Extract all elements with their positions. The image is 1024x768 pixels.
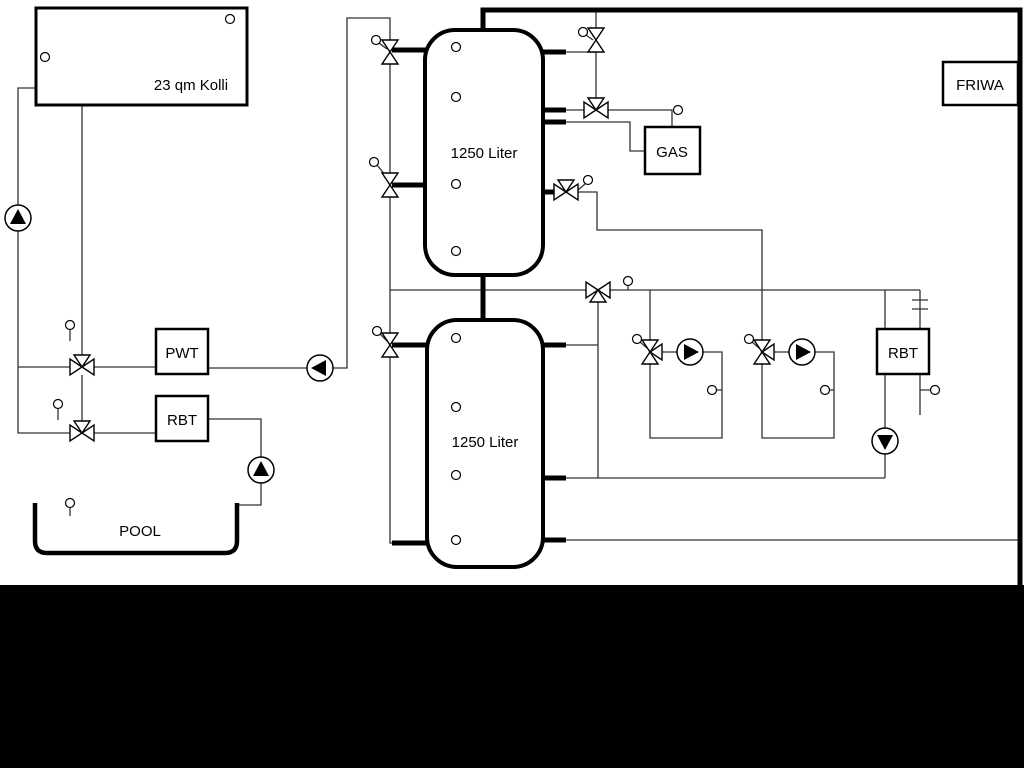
pump-heating1 — [676, 338, 704, 366]
pipe-main-top-right — [480, 7, 1023, 586]
pipe-gas-return — [566, 121, 645, 152]
tank-left-ports — [392, 47, 427, 546]
rbt-right-label: RBT — [888, 345, 918, 362]
temperature-sensor — [929, 384, 941, 396]
pipe-solar-left-loop — [17, 87, 70, 434]
solar-collector: 23 qm Kolli — [34, 6, 249, 107]
tank1-sensor — [450, 178, 462, 190]
crossing-ticks — [912, 299, 928, 310]
mixing-valve-heating2 — [753, 339, 775, 365]
temperature-sensor — [582, 174, 594, 186]
pool-label: POOL — [119, 523, 161, 540]
pipe-return-main — [566, 301, 885, 479]
pump-pool — [247, 456, 275, 484]
friwa-label: FRIWA — [956, 77, 1004, 94]
temperature-sensor — [368, 156, 380, 168]
temperature-sensor — [622, 275, 634, 287]
collector-label: 23 qm Kolli — [154, 77, 228, 94]
tank1-sensor — [450, 245, 462, 257]
buffer-tank-2: 1250 Liter — [425, 318, 545, 569]
tank2-sensor — [450, 332, 462, 344]
tank2-sensor — [450, 534, 462, 546]
temperature-sensor — [64, 319, 76, 331]
temperature-sensor — [819, 384, 831, 396]
temperature-sensor — [631, 333, 643, 345]
three-way-valve-tank1-mid — [553, 179, 579, 201]
shutoff-valve-tank1-top — [587, 27, 605, 53]
temperature-sensor — [577, 26, 589, 38]
tank1-label: 1250 Liter — [451, 145, 518, 162]
temperature-sensor — [743, 333, 755, 345]
mixing-valve-heating1 — [641, 339, 663, 365]
tank1-sensor — [450, 91, 462, 103]
temperature-sensor — [672, 104, 684, 116]
tank2-label: 1250 Liter — [452, 434, 519, 451]
temperature-sensor — [39, 51, 51, 63]
pool-basin: POOL — [32, 503, 240, 556]
pipe-valve7-gas-supply — [566, 109, 673, 127]
friwa-station: FRIWA — [941, 60, 1020, 107]
rbt-right-unit: RBT — [875, 327, 931, 376]
tank2-sensor — [450, 469, 462, 481]
temperature-sensor — [371, 325, 383, 337]
temperature-sensor — [64, 497, 76, 509]
gas-label: GAS — [656, 144, 688, 161]
pump-rbt-right — [871, 427, 899, 455]
three-way-valve-gas — [583, 97, 609, 119]
temperature-sensor — [52, 398, 64, 410]
pump-tank-loading — [306, 354, 334, 382]
temperature-sensor — [370, 34, 382, 46]
three-way-valve-solar-pwt — [69, 354, 95, 376]
pipe-tank1-top-right — [566, 12, 597, 98]
pump-heating2 — [788, 338, 816, 366]
three-way-valve-supply — [585, 281, 611, 303]
three-way-valve-solar-rbt — [69, 420, 95, 442]
tank-right-ports — [541, 49, 566, 543]
temperature-sensor — [224, 13, 236, 25]
pwt-label: PWT — [165, 345, 198, 362]
pipe-valve8-circuit — [578, 191, 763, 340]
rbt-left-label: RBT — [167, 412, 197, 429]
rbt-left-unit: RBT — [154, 394, 210, 443]
tank2-sensor — [450, 401, 462, 413]
temperature-sensor — [706, 384, 718, 396]
pump-solar — [4, 204, 32, 232]
gas-boiler: GAS — [643, 125, 702, 176]
tank1-sensor — [450, 41, 462, 53]
bottom-black-bar — [0, 585, 1024, 768]
pwt-heat-exchanger: PWT — [154, 327, 210, 376]
buffer-tank-1: 1250 Liter — [423, 28, 545, 277]
